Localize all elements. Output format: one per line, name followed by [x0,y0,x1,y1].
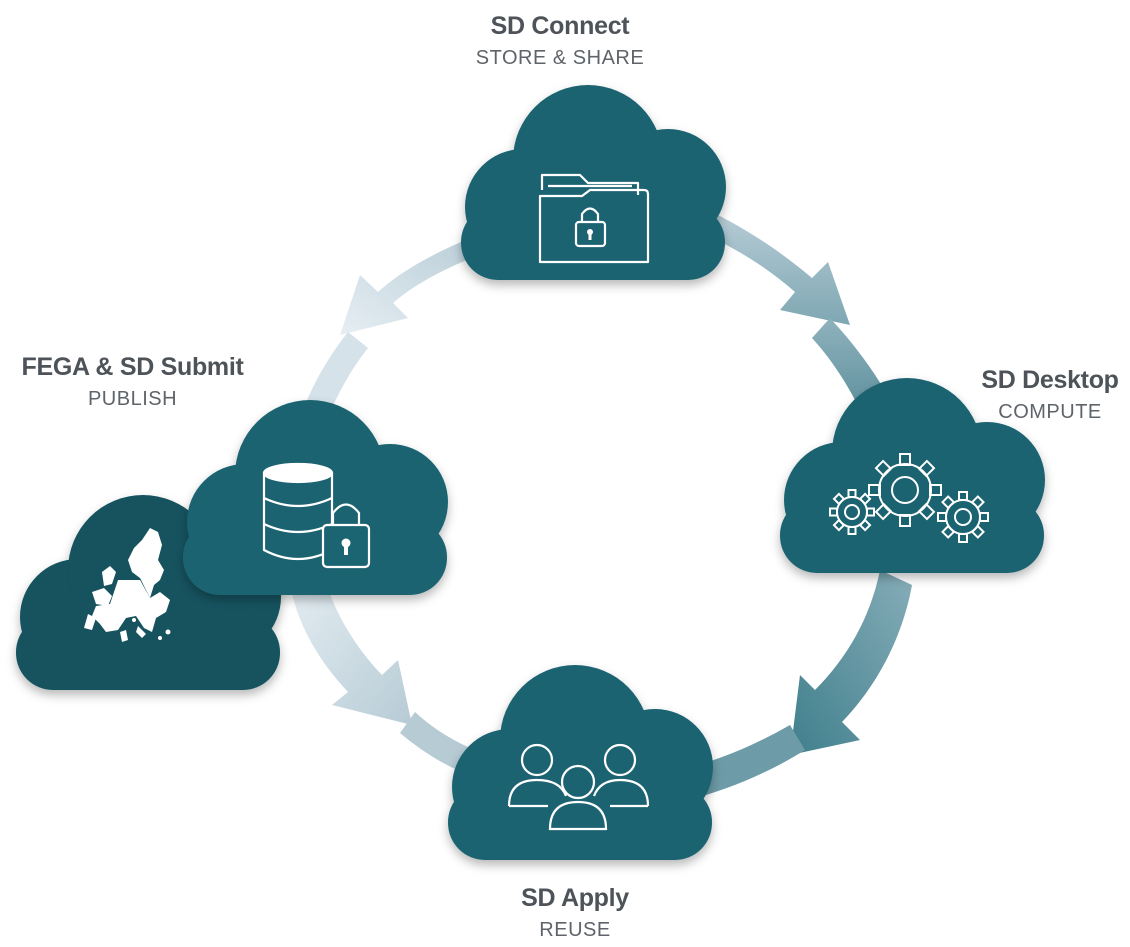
database-lock-icon [262,462,371,569]
arc-left-upper [305,332,368,412]
europe-map-icon [84,528,171,642]
cloud-sd-submit [183,400,448,595]
node-title: FEGA & SD Submit [21,353,244,381]
node-title: SD Connect [490,12,630,40]
node-subtitle: COMPUTE [998,401,1102,423]
cloud-sd-apply [448,665,713,860]
node-label-sd-connect: SD Connect STORE & SHARE [430,12,690,70]
node-label-fega-sd-submit: FEGA & SD Submit PUBLISH [0,353,265,411]
node-subtitle: STORE & SHARE [475,47,645,69]
node-subtitle: PUBLISH [87,388,178,410]
arrow-connect-to-fega [340,238,482,335]
node-label-sd-desktop: SD Desktop COMPUTE [960,366,1130,424]
folder-lock-icon [538,173,650,264]
arrow-desktop-to-apply [790,570,912,755]
arc-bottom-left [400,712,470,772]
node-title: SD Apply [521,884,629,912]
arrow-fega-to-apply [290,580,412,725]
node-subtitle: REUSE [539,919,611,941]
arrow-connect-to-desktop [700,212,850,325]
gears-icon [829,453,989,543]
arc-bottom-right [680,725,805,800]
node-title: SD Desktop [981,366,1119,394]
arc-right-upper [812,318,890,410]
users-icon [507,743,650,831]
cycle-arrows [290,212,912,800]
node-label-sd-apply: SD Apply REUSE [480,884,670,942]
